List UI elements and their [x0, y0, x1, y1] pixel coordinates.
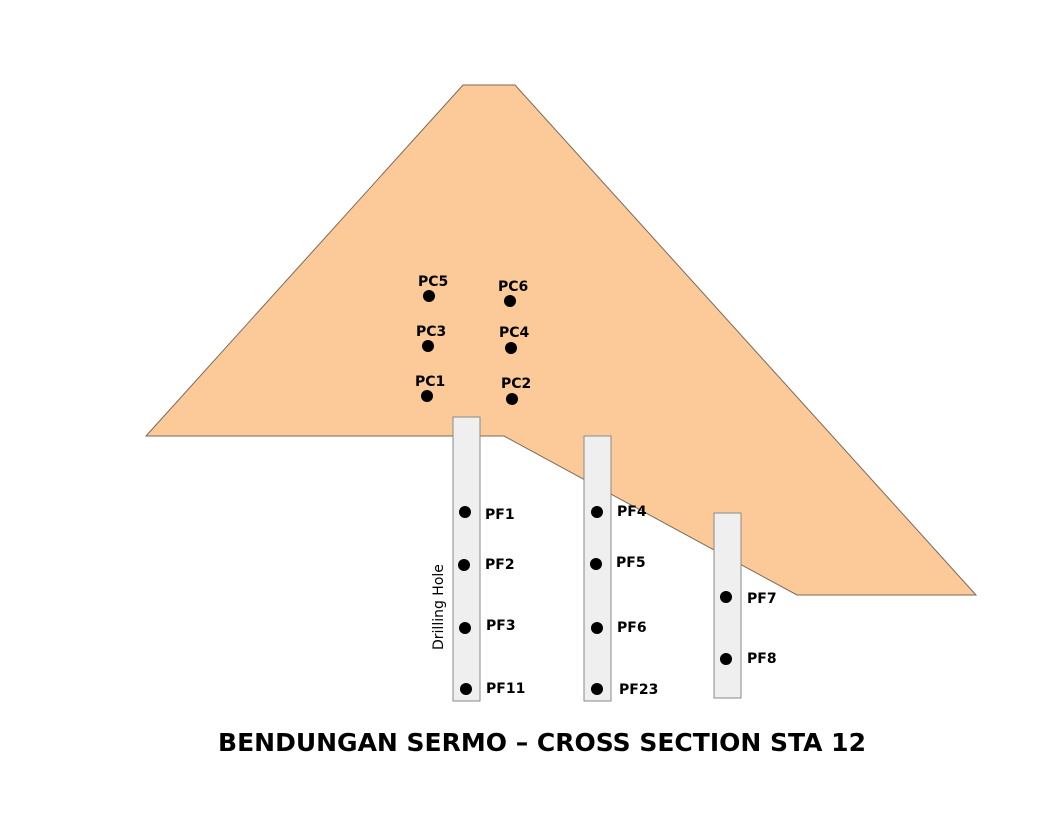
hole-point-pf11: PF11 [460, 681, 525, 697]
hole-point-pf1: PF1 [459, 506, 515, 523]
dam-point-pc1: PC1 [415, 374, 445, 402]
drilling-hole-3: PF7 PF8 [713, 512, 777, 699]
hole-point-pf4: PF4 [591, 504, 647, 520]
svg-text:PC1: PC1 [415, 374, 445, 390]
svg-text:PC4: PC4 [499, 325, 530, 341]
dam-point-pc4: PC4 [499, 325, 530, 354]
dam-point-pc5: PC5 [418, 274, 448, 302]
hole-point-pf6: PF6 [591, 620, 647, 636]
svg-text:PF2: PF2 [485, 557, 515, 573]
svg-text:PF7: PF7 [747, 591, 777, 607]
svg-text:PF8: PF8 [747, 651, 777, 667]
dam-body [144, 84, 978, 596]
hole-point-pf7: PF7 [720, 591, 777, 607]
hole-point-pf8: PF8 [720, 651, 777, 667]
drilling-hole-1: PF1 PF2 PF3 PF11 [452, 416, 525, 702]
drilling-hole-label: Drilling Hole [431, 564, 447, 650]
drilling-hole-1-column [452, 416, 481, 702]
svg-text:PF6: PF6 [617, 620, 647, 636]
svg-text:PC6: PC6 [498, 279, 528, 295]
hole-point-pf23: PF23 [591, 682, 658, 698]
dam-point-pc2: PC2 [501, 376, 531, 405]
diagram-title: BENDUNGAN SERMO – CROSS SECTION STA 12 [218, 728, 866, 757]
hole-point-pf3: PF3 [459, 618, 516, 634]
drilling-hole-3-column [713, 512, 742, 699]
svg-text:PC5: PC5 [418, 274, 448, 290]
svg-text:PC3: PC3 [416, 324, 446, 340]
hole-point-pf5: PF5 [590, 555, 646, 571]
svg-text:PF4: PF4 [617, 504, 647, 520]
svg-text:PF1: PF1 [485, 507, 515, 523]
svg-text:PC2: PC2 [501, 376, 531, 392]
svg-text:PF3: PF3 [486, 618, 516, 634]
dam-point-pc6: PC6 [498, 279, 528, 307]
svg-text:PF23: PF23 [619, 682, 658, 698]
svg-text:PF11: PF11 [486, 681, 525, 697]
drilling-hole-2: PF4 PF5 PF6 PF23 [583, 435, 658, 702]
dam-point-pc3: PC3 [416, 324, 446, 352]
hole-point-pf2: PF2 [458, 557, 515, 573]
svg-text:PF5: PF5 [616, 555, 646, 571]
